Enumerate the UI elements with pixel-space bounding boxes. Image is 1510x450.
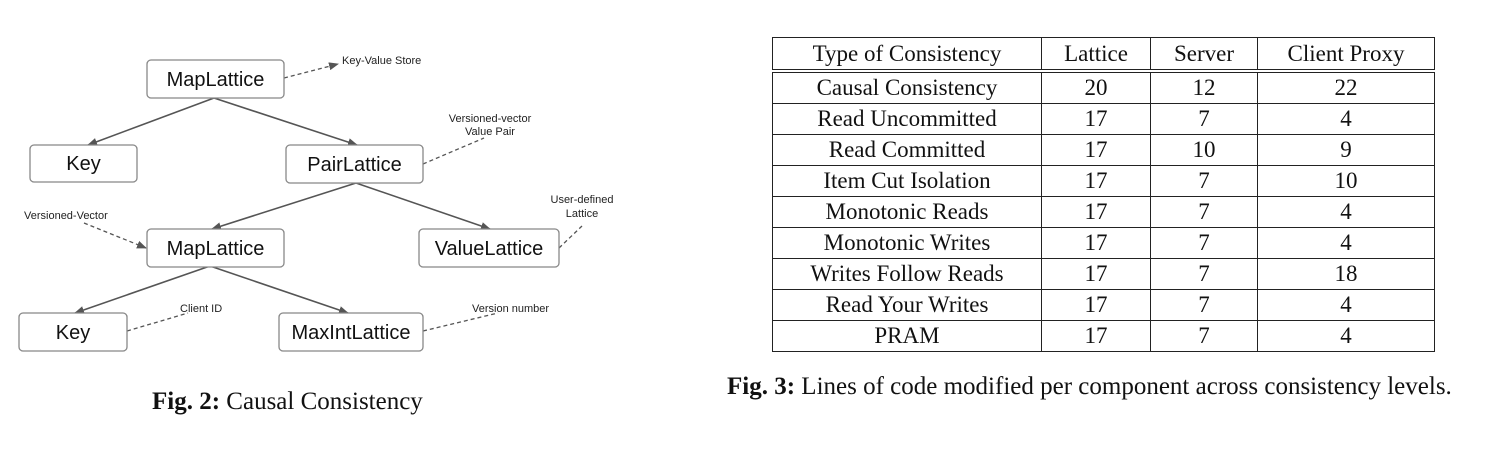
cell-server: 7 bbox=[1150, 165, 1258, 197]
cell-server: 12 bbox=[1150, 70, 1258, 104]
figure-2: MapLattice Key PairLattice MapLattice Va… bbox=[0, 0, 660, 450]
header-lattice: Lattice bbox=[1041, 37, 1151, 72]
note-user-defined-line1: User-defined bbox=[551, 194, 614, 206]
edge-pair-to-maplattice bbox=[211, 182, 357, 231]
note-kv-store: Key-Value Store bbox=[342, 55, 421, 67]
svg-text:ValueLattice: ValueLattice bbox=[435, 238, 544, 260]
note-vv-pair-line1: Versioned-vector bbox=[449, 113, 532, 125]
cell-client-proxy: 10 bbox=[1257, 165, 1435, 197]
note-versioned-vector: Versioned-Vector bbox=[24, 210, 108, 222]
svg-text:Key: Key bbox=[56, 322, 90, 344]
cell-server: 7 bbox=[1150, 227, 1258, 259]
note-user-defined-line2: Lattice bbox=[566, 208, 598, 220]
node-key-top: Key bbox=[29, 144, 138, 183]
node-inner-maplattice: MapLattice bbox=[146, 228, 285, 268]
cell-type: Monotonic Writes bbox=[772, 227, 1042, 259]
table-row: Monotonic Writes 17 7 4 bbox=[772, 227, 1435, 259]
table-row: PRAM 17 7 4 bbox=[772, 320, 1435, 352]
causal-consistency-diagram: MapLattice Key PairLattice MapLattice Va… bbox=[18, 55, 614, 352]
cell-lattice: 17 bbox=[1041, 289, 1151, 321]
note-line-client-id bbox=[126, 312, 189, 332]
cell-client-proxy: 4 bbox=[1257, 289, 1435, 321]
cell-type: Monotonic Reads bbox=[772, 196, 1042, 228]
note-vv-pair-line2: Value Pair bbox=[465, 126, 515, 138]
lines-of-code-table: Type of Consistency Lattice Server Clien… bbox=[772, 37, 1435, 352]
cell-lattice: 20 bbox=[1041, 70, 1151, 104]
figure-2-caption: Fig. 2: Causal Consistency bbox=[152, 388, 423, 416]
note-line-versioned-vector bbox=[83, 222, 147, 249]
cell-lattice: 17 bbox=[1041, 165, 1151, 197]
figure-2-caption-text: Causal Consistency bbox=[226, 388, 423, 415]
figure-3-caption-text: Lines of code modified per component acr… bbox=[801, 373, 1452, 400]
note-line-version-number bbox=[422, 312, 499, 332]
table-row: Writes Follow Reads 17 7 18 bbox=[772, 258, 1435, 290]
cell-server: 7 bbox=[1150, 103, 1258, 135]
figure-3-table-container: Type of Consistency Lattice Server Clien… bbox=[772, 37, 1435, 352]
table-row: Item Cut Isolation 17 7 10 bbox=[772, 165, 1435, 197]
table-row: Read Committed 17 10 9 bbox=[772, 134, 1435, 166]
cell-server: 7 bbox=[1150, 289, 1258, 321]
cell-client-proxy: 4 bbox=[1257, 196, 1435, 228]
cell-server: 7 bbox=[1150, 196, 1258, 228]
node-valuelattice: ValueLattice bbox=[418, 228, 560, 268]
cell-server: 10 bbox=[1150, 134, 1258, 166]
cell-server: 7 bbox=[1150, 258, 1258, 290]
cell-type: Writes Follow Reads bbox=[772, 258, 1042, 290]
table-row: Read Uncommitted 17 7 4 bbox=[772, 103, 1435, 135]
svg-text:PairLattice: PairLattice bbox=[307, 154, 402, 176]
node-pairlattice: PairLattice bbox=[285, 144, 424, 184]
cell-client-proxy: 4 bbox=[1257, 320, 1435, 352]
note-version-number: Version number bbox=[472, 303, 549, 315]
cell-client-proxy: 4 bbox=[1257, 227, 1435, 259]
cell-type: Item Cut Isolation bbox=[772, 165, 1042, 197]
edge-root-to-pairlattice bbox=[213, 97, 358, 146]
cell-lattice: 17 bbox=[1041, 196, 1151, 228]
cell-client-proxy: 18 bbox=[1257, 258, 1435, 290]
svg-text:MaxIntLattice: MaxIntLattice bbox=[292, 322, 411, 344]
node-maxintlattice: MaxIntLattice bbox=[278, 312, 424, 352]
edge-map-to-key bbox=[74, 265, 211, 314]
table-row: Causal Consistency 20 12 22 bbox=[772, 70, 1435, 104]
table-row: Read Your Writes 17 7 4 bbox=[772, 289, 1435, 321]
svg-text:Key: Key bbox=[66, 153, 100, 175]
header-server: Server bbox=[1150, 37, 1258, 72]
cell-server: 7 bbox=[1150, 320, 1258, 352]
figure-3-caption-label: Fig. 3: bbox=[727, 373, 796, 400]
cell-client-proxy: 9 bbox=[1257, 134, 1435, 166]
cell-type: PRAM bbox=[772, 320, 1042, 352]
note-line-user-defined bbox=[558, 225, 583, 249]
node-key-bottom: Key bbox=[18, 312, 128, 352]
edge-pair-to-valuelattice bbox=[355, 182, 491, 230]
cell-client-proxy: 22 bbox=[1257, 70, 1435, 104]
cell-lattice: 17 bbox=[1041, 103, 1151, 135]
cell-lattice: 17 bbox=[1041, 134, 1151, 166]
cell-lattice: 17 bbox=[1041, 258, 1151, 290]
note-client-id: Client ID bbox=[180, 303, 222, 315]
svg-text:MapLattice: MapLattice bbox=[167, 238, 265, 260]
cell-type: Read Your Writes bbox=[772, 289, 1042, 321]
cell-client-proxy: 4 bbox=[1257, 103, 1435, 135]
edge-root-to-key bbox=[87, 97, 215, 146]
figure-2-caption-label: Fig. 2: bbox=[152, 388, 221, 415]
table-row: Monotonic Reads 17 7 4 bbox=[772, 196, 1435, 228]
cell-type: Causal Consistency bbox=[772, 70, 1042, 104]
header-type: Type of Consistency bbox=[772, 37, 1042, 72]
svg-text:MapLattice: MapLattice bbox=[167, 69, 265, 91]
cell-type: Read Uncommitted bbox=[772, 103, 1042, 135]
cell-lattice: 17 bbox=[1041, 320, 1151, 352]
note-line-vv-pair bbox=[422, 137, 485, 165]
node-root-maplattice: MapLattice bbox=[146, 59, 285, 99]
edge-map-to-maxint bbox=[209, 265, 349, 314]
cell-lattice: 17 bbox=[1041, 227, 1151, 259]
figure-3-caption: Fig. 3: Lines of code modified per compo… bbox=[727, 370, 1487, 403]
table-header-row: Type of Consistency Lattice Server Clien… bbox=[772, 37, 1435, 72]
header-client-proxy: Client Proxy bbox=[1257, 37, 1435, 72]
note-line-kv-store bbox=[283, 62, 339, 79]
cell-type: Read Committed bbox=[772, 134, 1042, 166]
